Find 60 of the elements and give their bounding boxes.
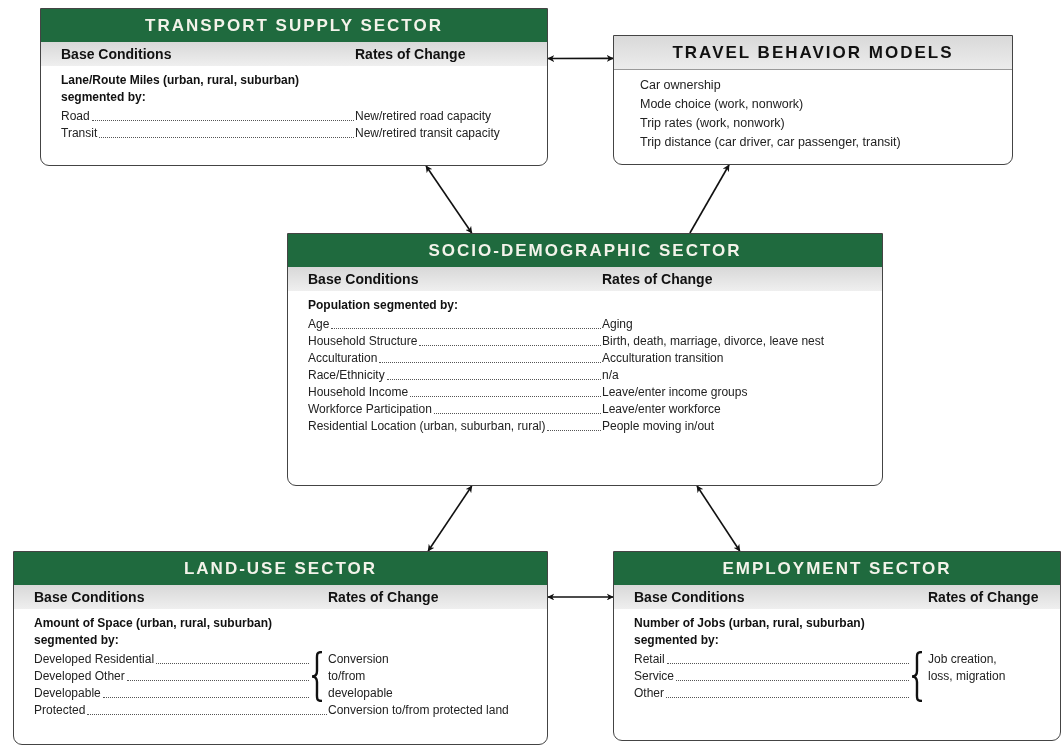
row-value: Leave/enter income groups: [602, 384, 749, 401]
column-heading: Base Conditions: [34, 589, 146, 605]
column-heading: Rates of Change: [355, 46, 467, 62]
sector-title: TRANSPORT SUPPLY SECTOR: [41, 9, 547, 42]
sector-title: SOCIO-DEMOGRAPHIC SECTOR: [288, 234, 882, 267]
row-value: Birth, death, marriage, divorce, leave nest: [602, 333, 826, 350]
row-value: Acculturation transition: [602, 350, 725, 367]
sector-box: [40, 8, 548, 166]
row-label: Race/Ethnicity: [308, 367, 385, 384]
connector-arrow: [696, 485, 741, 552]
segment-heading: Amount of Space (urban, rural, suburban) segmented by:: [34, 615, 273, 649]
row-label: Residential Location (urban, suburban, rural): [308, 418, 546, 435]
connector-arrow: [427, 485, 473, 552]
row-label: Developed Other: [34, 668, 125, 685]
row-value: Aging: [602, 316, 634, 333]
row-label: Road: [61, 108, 90, 125]
segment-heading: Lane/Route Miles (urban, rural, suburban) segmented by:: [61, 72, 301, 106]
list-item: Mode choice (work, nonwork): [640, 96, 805, 113]
sector-box: [613, 551, 1061, 741]
connector-arrow: [689, 164, 730, 234]
row-label: Age: [308, 316, 330, 333]
row-label: Developed Residential: [34, 651, 155, 668]
sector-title: LAND-USE SECTOR: [14, 552, 547, 585]
row-label: Protected: [34, 702, 86, 719]
list-item: Trip rates (work, nonwork): [640, 115, 786, 132]
row-label: Developable: [34, 685, 101, 702]
row-label: Other: [634, 685, 664, 702]
row-value: n/a: [602, 367, 620, 384]
sector-box: [287, 233, 883, 486]
connector-arrow: [425, 165, 473, 234]
column-heading: Rates of Change: [602, 271, 714, 287]
column-heading: Base Conditions: [634, 589, 746, 605]
sector-title: TRAVEL BEHAVIOR MODELS: [614, 36, 1012, 70]
segment-heading: Population segmented by:: [308, 297, 459, 314]
row-value: New/retired road capacity: [355, 108, 493, 125]
column-heading: Rates of Change: [328, 589, 440, 605]
row-value: New/retired transit capacity: [355, 125, 501, 142]
row-label: Transit: [61, 125, 98, 142]
segment-heading: Number of Jobs (urban, rural, suburban) segmented by:: [634, 615, 866, 649]
row-value: Conversion to/from protected land: [328, 702, 510, 719]
connector-arrow: [547, 54, 614, 63]
sector-box: [13, 551, 548, 745]
list-item: Car ownership: [640, 77, 722, 94]
row-value: Leave/enter workforce: [602, 401, 722, 418]
connector-arrow: [547, 593, 614, 601]
row-value: Job creation, loss, migration: [928, 651, 1007, 685]
row-label: Retail: [634, 651, 665, 668]
row-label: Household Structure: [308, 333, 418, 350]
row-label: Workforce Participation: [308, 401, 432, 418]
column-heading: Base Conditions: [308, 271, 420, 287]
row-label: Acculturation: [308, 350, 378, 367]
row-label: Service: [634, 668, 674, 685]
row-label: Household Income: [308, 384, 409, 401]
sector-title: EMPLOYMENT SECTOR: [614, 552, 1060, 585]
sector-box: [613, 35, 1013, 165]
column-heading: Rates of Change: [928, 589, 1040, 605]
row-value: Conversion to/from developable: [328, 651, 394, 702]
list-item: Trip distance (car driver, car passenger, transit): [640, 134, 902, 151]
row-value: People moving in/out: [602, 418, 716, 435]
column-heading: Base Conditions: [61, 46, 173, 62]
